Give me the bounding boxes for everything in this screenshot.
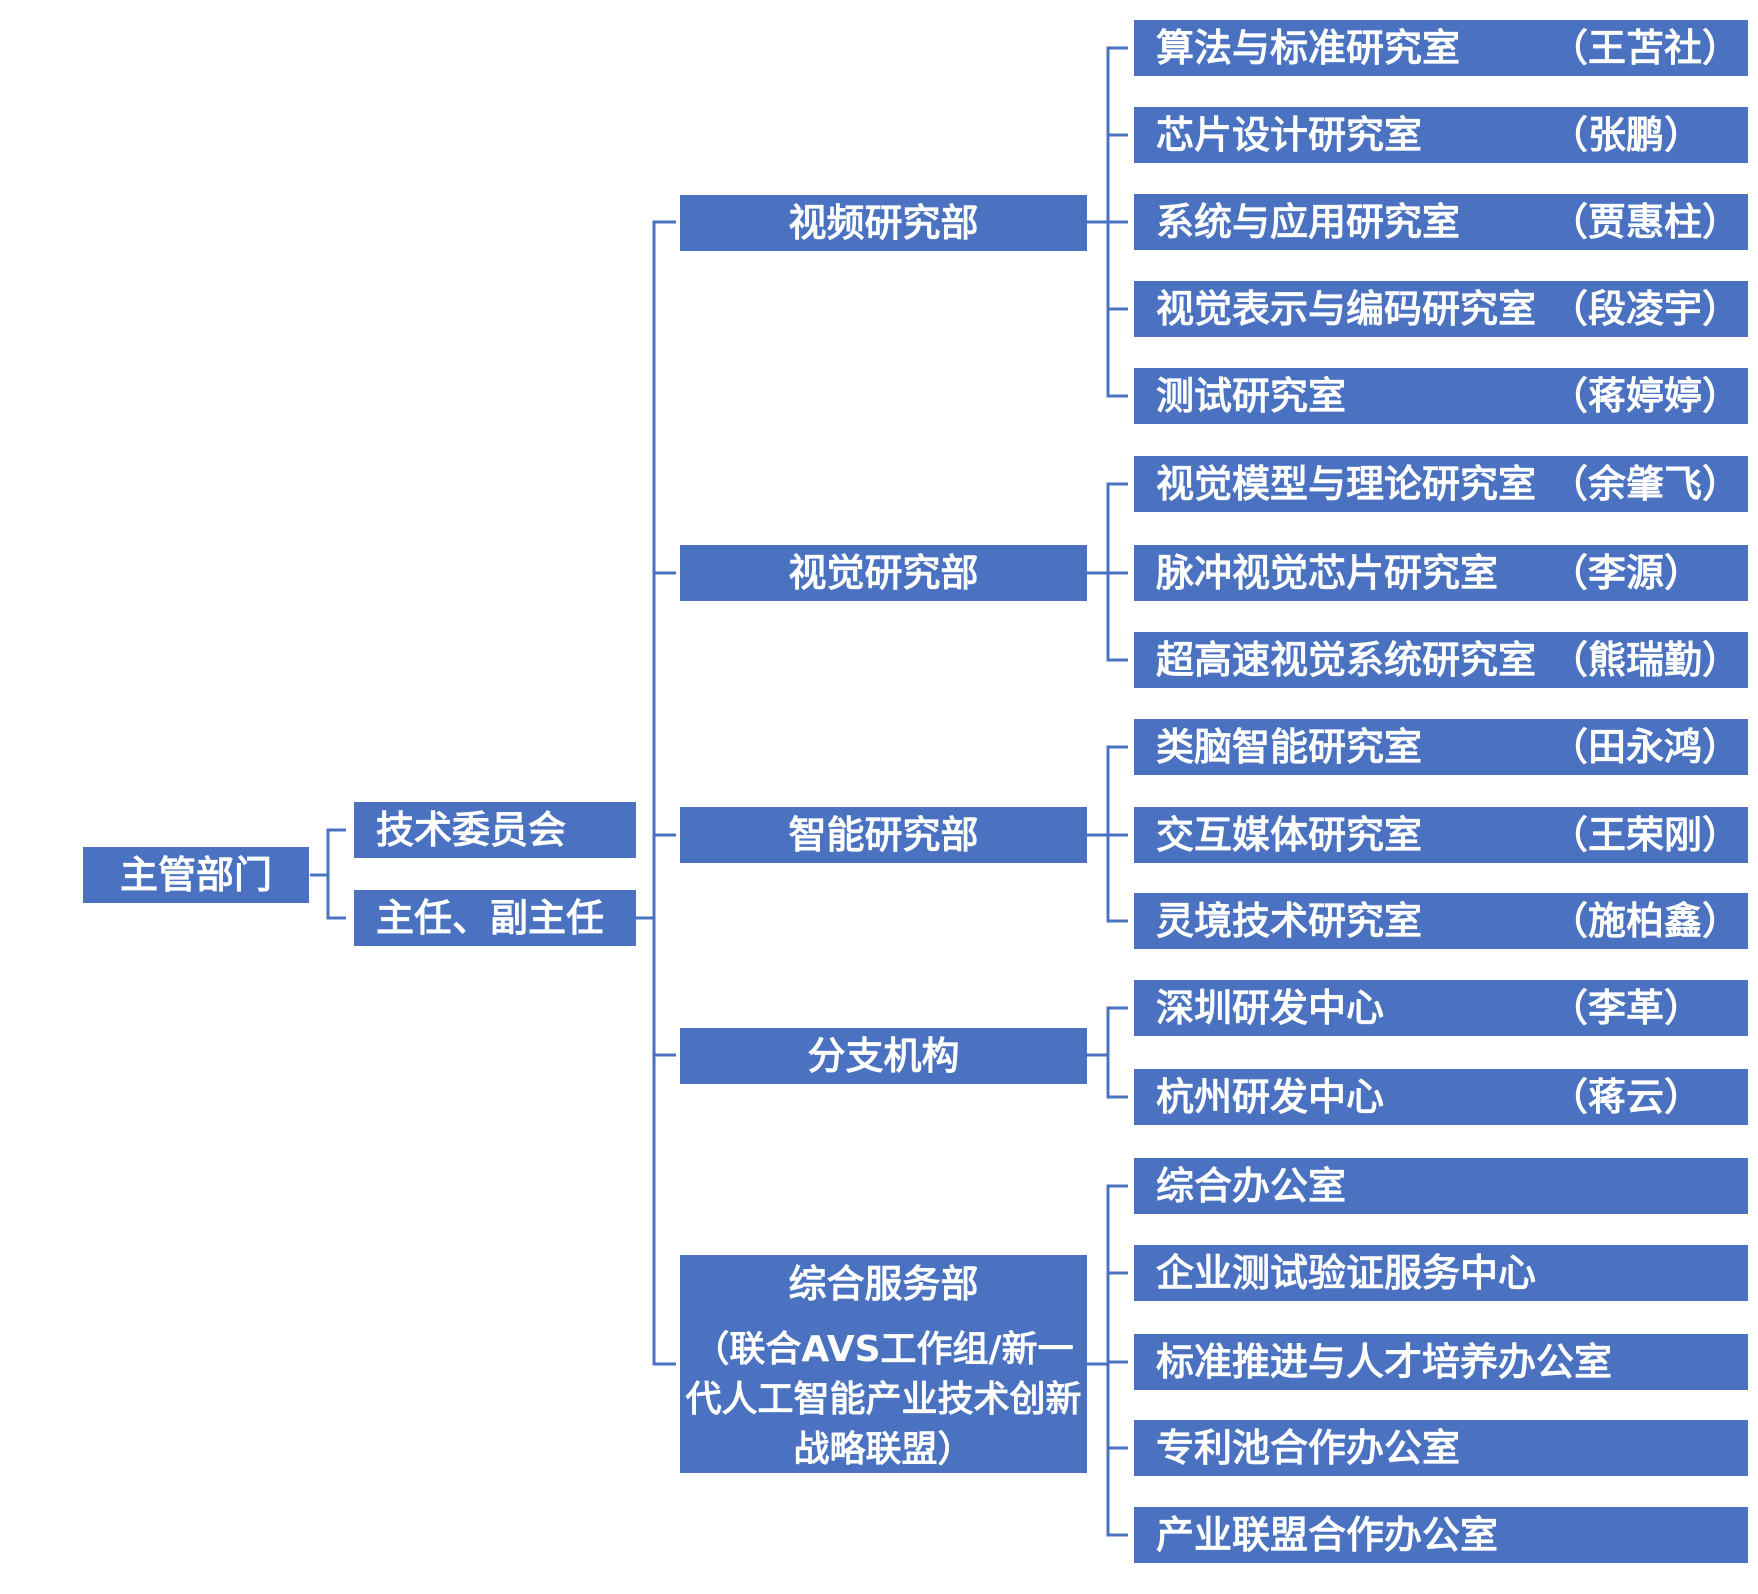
room-box: 专利池合作办公室 bbox=[1134, 1420, 1748, 1476]
room-lead: （蒋婷婷） bbox=[1549, 374, 1740, 418]
dept-label: 智能研究部 bbox=[788, 813, 979, 857]
room-name: 类脑智能研究室 bbox=[1156, 725, 1423, 769]
room-lead: （李革） bbox=[1549, 986, 1702, 1030]
room-lead: （熊瑞勤） bbox=[1549, 638, 1740, 682]
room-lead: （贾惠柱） bbox=[1549, 200, 1740, 244]
room-name: 系统与应用研究室 bbox=[1156, 200, 1461, 244]
room-lead: （蒋云） bbox=[1549, 1075, 1702, 1119]
room-lead: （王苫社） bbox=[1549, 26, 1740, 70]
room-name: 企业测试验证服务中心 bbox=[1156, 1251, 1537, 1295]
dept-label: 综合服务部 bbox=[788, 1262, 979, 1306]
connector-dept-spine bbox=[652, 220, 676, 1366]
room-name: 超高速视觉系统研究室 bbox=[1156, 638, 1537, 682]
director-label: 主任、副主任 bbox=[376, 896, 605, 940]
room-name: 视觉模型与理论研究室 bbox=[1156, 462, 1537, 506]
room-lead: （李源） bbox=[1549, 551, 1702, 595]
root-label: 主管部门 bbox=[119, 853, 272, 897]
dept-video: 视频研究部 bbox=[680, 195, 1087, 251]
director-box: 主任、副主任 bbox=[354, 890, 636, 946]
room-box: 超高速视觉系统研究室 （熊瑞勤） bbox=[1134, 632, 1748, 688]
room-name: 算法与标准研究室 bbox=[1156, 26, 1461, 70]
room-box: 深圳研发中心 （李革） bbox=[1134, 980, 1748, 1036]
room-name: 灵境技术研究室 bbox=[1156, 899, 1423, 943]
room-name: 综合办公室 bbox=[1156, 1164, 1347, 1208]
dept-branches: 分支机构 bbox=[680, 1028, 1087, 1084]
room-name: 芯片设计研究室 bbox=[1156, 113, 1423, 157]
room-lead: （段凌宇） bbox=[1549, 287, 1740, 331]
room-box: 产业联盟合作办公室 bbox=[1134, 1507, 1748, 1563]
tech-committee-box: 技术委员会 bbox=[354, 802, 636, 858]
root-box: 主管部门 bbox=[83, 847, 309, 903]
room-box: 算法与标准研究室 （王苫社） bbox=[1134, 20, 1748, 76]
dept-label: 分支机构 bbox=[807, 1034, 960, 1078]
dept-sublabel: （联合AVS工作组/新一代人工智能产业技术创新战略联盟） bbox=[685, 1329, 1082, 1470]
room-lead: （王荣刚） bbox=[1549, 813, 1740, 857]
room-name: 深圳研发中心 bbox=[1156, 986, 1385, 1030]
room-box: 测试研究室 （蒋婷婷） bbox=[1134, 368, 1748, 424]
room-box: 视觉模型与理论研究室 （余肇飞） bbox=[1134, 456, 1748, 512]
room-lead: （余肇飞） bbox=[1549, 462, 1740, 506]
room-box: 芯片设计研究室 （张鹏） bbox=[1134, 107, 1748, 163]
room-box: 标准推进与人才培养办公室 bbox=[1134, 1334, 1748, 1390]
room-lead: （田永鸿） bbox=[1549, 725, 1740, 769]
room-box: 灵境技术研究室 （施柏鑫） bbox=[1134, 893, 1748, 949]
room-box: 视觉表示与编码研究室 （段凌宇） bbox=[1134, 281, 1748, 337]
room-name: 视觉表示与编码研究室 bbox=[1156, 287, 1537, 331]
room-lead: （张鹏） bbox=[1549, 113, 1702, 157]
connector-branch-spine bbox=[1106, 1006, 1128, 1099]
dept-services: 综合服务部 （联合AVS工作组/新一代人工智能产业技术创新战略联盟） bbox=[680, 1255, 1087, 1473]
dept-label: 视频研究部 bbox=[788, 201, 979, 245]
room-name: 脉冲视觉芯片研究室 bbox=[1156, 551, 1499, 595]
dept-vision: 视觉研究部 bbox=[680, 545, 1087, 601]
room-name: 标准推进与人才培养办公室 bbox=[1156, 1340, 1613, 1384]
room-name: 产业联盟合作办公室 bbox=[1156, 1513, 1499, 1557]
room-name: 交互媒体研究室 bbox=[1156, 813, 1423, 857]
room-box: 脉冲视觉芯片研究室 （李源） bbox=[1134, 545, 1748, 601]
room-name: 测试研究室 bbox=[1156, 374, 1347, 418]
connector-level1-spine bbox=[326, 828, 346, 920]
room-box: 杭州研发中心 （蒋云） bbox=[1134, 1069, 1748, 1125]
room-box: 综合办公室 bbox=[1134, 1158, 1748, 1214]
room-name: 专利池合作办公室 bbox=[1156, 1426, 1461, 1470]
room-box: 类脑智能研究室 （田永鸿） bbox=[1134, 719, 1748, 775]
tech-committee-label: 技术委员会 bbox=[376, 808, 567, 852]
room-box: 系统与应用研究室 （贾惠柱） bbox=[1134, 194, 1748, 250]
dept-intelligence: 智能研究部 bbox=[680, 807, 1087, 863]
room-lead: （施柏鑫） bbox=[1549, 899, 1740, 943]
room-box: 交互媒体研究室 （王荣刚） bbox=[1134, 807, 1748, 863]
dept-label: 视觉研究部 bbox=[788, 551, 979, 595]
room-name: 杭州研发中心 bbox=[1156, 1075, 1385, 1119]
room-box: 企业测试验证服务中心 bbox=[1134, 1245, 1748, 1301]
